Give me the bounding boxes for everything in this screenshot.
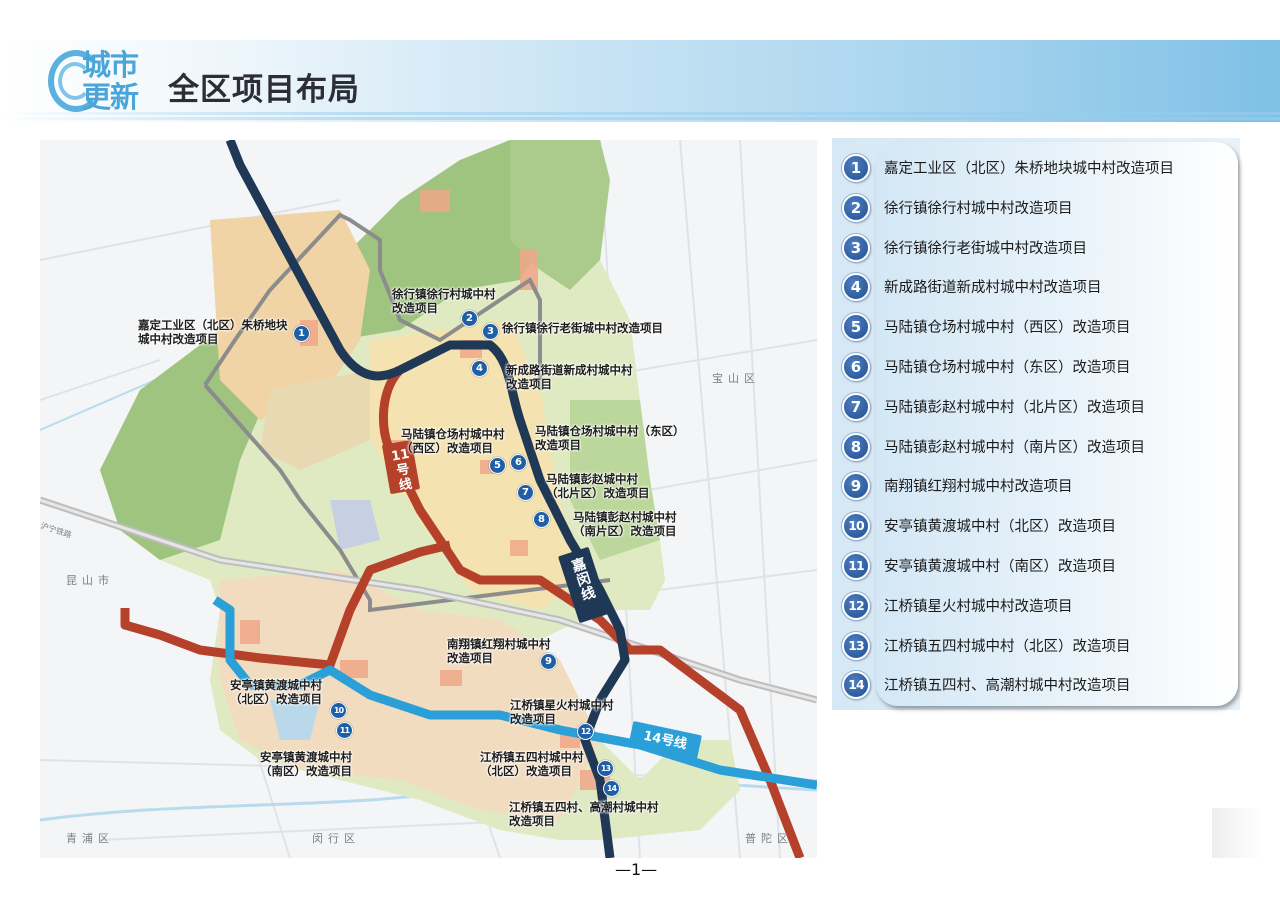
number-badge-icon: 9 [842, 472, 870, 501]
legend-item-label: 马陆镇彭赵村城中村（南片区）改造项目 [884, 439, 1145, 456]
header-banner [0, 40, 1280, 122]
map-label-project-6: 马陆镇仓场村城中村（东区）改造项目 [535, 424, 685, 452]
legend-item[interactable]: 1 嘉定工业区（北区）朱桥地块城中村改造项目 [832, 152, 1240, 192]
legend-item-label: 马陆镇彭赵村城中村（北片区）改造项目 [884, 399, 1145, 416]
number-badge-icon: 8 [842, 432, 870, 461]
map-label-project-4: 新成路街道新成村城中村改造项目 [506, 363, 633, 391]
map-label-project-7: 马陆镇彭赵城中村（北片区）改造项目 [546, 472, 650, 500]
district-label-baoshan: 宝山区 [712, 372, 760, 385]
map-pin-8[interactable]: 8 [533, 511, 550, 528]
number-badge-icon: 13 [842, 631, 870, 660]
legend-item[interactable]: 3 徐行镇徐行老街城中村改造项目 [832, 232, 1240, 272]
number-badge-icon: 2 [842, 193, 870, 222]
district-label-kunshan: 昆山市 [66, 574, 114, 587]
number-badge-icon: 11 [842, 551, 870, 580]
map-pin-6[interactable]: 6 [510, 454, 527, 471]
number-badge-icon: 6 [842, 352, 870, 381]
map-pin-5[interactable]: 5 [489, 457, 506, 474]
legend-item-label: 新成路街道新成村城中村改造项目 [884, 280, 1102, 297]
legend-item[interactable]: 13 江桥镇五四村城中村（北区）改造项目 [832, 630, 1240, 670]
district-label-putuo: 普陀区 [745, 832, 793, 845]
number-badge-icon: 14 [842, 671, 870, 700]
map-pin-11[interactable]: 11 [336, 722, 353, 739]
legend-item[interactable]: 12 江桥镇星火村城中村改造项目 [832, 590, 1240, 630]
map-label-project-9: 南翔镇红翔村城中村改造项目 [447, 637, 551, 665]
map-label-project-8: 马陆镇彭赵村城中村（南片区）改造项目 [573, 510, 677, 538]
map-label-project-11: 安亭镇黄渡城中村（南区）改造项目 [260, 750, 352, 778]
legend-item[interactable]: 10 安亭镇黄渡城中村（北区）改造项目 [832, 510, 1240, 550]
map-label-project-3: 徐行镇徐行老街城中村改造项目 [502, 321, 663, 335]
legend-item[interactable]: 2 徐行镇徐行村城中村改造项目 [832, 192, 1240, 232]
number-badge-icon: 1 [842, 154, 870, 182]
legend-item[interactable]: 9 南翔镇红翔村城中村改造项目 [832, 470, 1240, 510]
map-pin-7[interactable]: 7 [517, 484, 534, 501]
district-label-qingpu: 青浦区 [66, 832, 114, 845]
header-stripe [0, 117, 1280, 120]
legend-item-label: 安亭镇黄渡城中村（北区）改造项目 [884, 519, 1116, 536]
map-label-project-2: 徐行镇徐行村城中村改造项目 [392, 287, 496, 315]
page-title: 全区项目布局 [168, 72, 360, 108]
legend-item-label: 马陆镇仓场村城中村（西区）改造项目 [884, 320, 1131, 337]
map-label-project-13: 江桥镇五四村城中村（北区）改造项目 [480, 750, 584, 778]
map-pin-14[interactable]: 14 [603, 780, 620, 797]
number-badge-icon: 10 [842, 512, 870, 541]
legend-item[interactable]: 8 马陆镇彭赵村城中村（南片区）改造项目 [832, 431, 1240, 471]
legend-item-label: 徐行镇徐行老街城中村改造项目 [884, 240, 1087, 257]
legend-list: 1 嘉定工业区（北区）朱桥地块城中村改造项目 2 徐行镇徐行村城中村改造项目 3 徐行… [832, 152, 1240, 709]
project-map[interactable]: 11号线 嘉闵线 14号线 宝山区 昆山市 青浦区 闵行区 普陀区 沪宁铁路 嘉… [40, 140, 817, 858]
legend-item-label: 马陆镇仓场村城中村（东区）改造项目 [884, 359, 1131, 376]
legend-item-label: 嘉定工业区（北区）朱桥地块城中村改造项目 [884, 161, 1174, 177]
map-pin-3[interactable]: 3 [482, 323, 499, 340]
map-label-project-1: 嘉定工业区（北区）朱桥地块城中村改造项目 [138, 318, 288, 346]
map-graphic [40, 140, 817, 858]
legend-panel [876, 142, 1238, 706]
legend-item[interactable]: 7 马陆镇彭赵村城中村（北片区）改造项目 [832, 391, 1240, 431]
legend-item-label: 南翔镇红翔村城中村改造项目 [884, 479, 1073, 496]
legend-item-label: 江桥镇星火村城中村改造项目 [884, 598, 1073, 615]
header-stripe [0, 112, 1280, 115]
page-number: —1— [615, 860, 658, 879]
map-pin-1[interactable]: 1 [293, 325, 310, 342]
logo-text-line1: 城市 [82, 48, 139, 82]
logo-arc-icon [48, 50, 104, 112]
map-label-project-14: 江桥镇五四村、高潮村城中村改造项目 [509, 800, 659, 828]
project-legend: 1 嘉定工业区（北区）朱桥地块城中村改造项目 2 徐行镇徐行村城中村改造项目 3 徐行… [832, 138, 1240, 710]
legend-item[interactable]: 4 新成路街道新成村城中村改造项目 [832, 271, 1240, 311]
map-pin-10[interactable]: 10 [330, 702, 347, 719]
map-pin-9[interactable]: 9 [540, 653, 557, 670]
legend-item-label: 安亭镇黄渡城中村（南区）改造项目 [884, 558, 1116, 575]
map-label-project-10: 安亭镇黄渡城中村（北区）改造项目 [230, 678, 322, 706]
map-label-project-5: 马陆镇仓场村城中村（西区）改造项目 [401, 427, 505, 455]
map-pin-13[interactable]: 13 [597, 760, 614, 777]
legend-item-label: 徐行镇徐行村城中村改造项目 [884, 200, 1073, 217]
map-pin-2[interactable]: 2 [461, 310, 478, 327]
map-pin-4[interactable]: 4 [471, 360, 488, 377]
number-badge-icon: 3 [842, 233, 870, 262]
legend-item[interactable]: 5 马陆镇仓场村城中村（西区）改造项目 [832, 311, 1240, 351]
logo-arc-icon [58, 62, 92, 100]
legend-item[interactable]: 14 江桥镇五四村、高潮村城中村改造项目 [832, 669, 1240, 709]
number-badge-icon: 4 [842, 273, 870, 302]
legend-item[interactable]: 6 马陆镇仓场村城中村（东区）改造项目 [832, 351, 1240, 391]
legend-item-label: 江桥镇五四村城中村（北区）改造项目 [884, 638, 1131, 655]
map-pin-12[interactable]: 12 [577, 723, 594, 740]
map-label-project-12: 江桥镇星火村城中村改造项目 [510, 698, 614, 726]
legend-item-label: 江桥镇五四村、高潮村城中村改造项目 [884, 678, 1131, 695]
corner-decoration [1212, 808, 1262, 858]
number-badge-icon: 7 [842, 392, 870, 421]
number-badge-icon: 12 [842, 591, 870, 620]
logo-text-line2: 更新 [82, 80, 139, 114]
legend-item[interactable]: 11 安亭镇黄渡城中村（南区）改造项目 [832, 550, 1240, 590]
number-badge-icon: 5 [842, 313, 870, 342]
district-label-minhang: 闵行区 [312, 832, 360, 845]
logo: 城市 更新 [48, 46, 158, 116]
